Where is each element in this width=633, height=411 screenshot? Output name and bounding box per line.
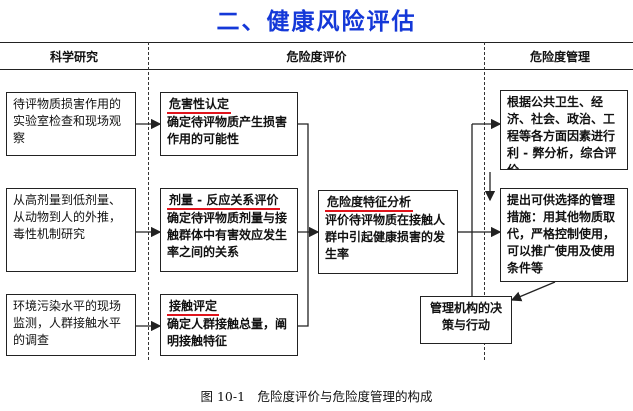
characterization-heading: 危险度特征分析 (325, 194, 414, 212)
divider-assessment-management (484, 42, 485, 360)
figure-caption: 图 10-1 危险度评价与危险度管理的构成 (200, 389, 433, 404)
hazard-identification-body: 确定待评物质产生损害作用的可能性 (167, 115, 288, 146)
research-box-lab: 待评物质损害作用的实验室检查和现场观察 (6, 92, 136, 156)
divider-research-assessment (148, 42, 149, 360)
exposure-assessment-body: 确定人群接触总量，阐明接触特征 (167, 317, 288, 348)
management-box-measures-text: 提出可供选择的管理措施：用其他物质取代，严格控制使用，可以推广使用及使用条件等 (507, 193, 616, 275)
exposure-assessment-heading: 接触评定 (167, 298, 220, 316)
column-header-research: 科学研究 (49, 50, 98, 64)
hazard-identification-heading: 危害性认定 (167, 96, 232, 114)
characterization-box: 危险度特征分析 评价待评物质在接触人群中引起健康损害的发生率 (318, 190, 458, 274)
decision-box-text: 管理机构的决策与行动 (429, 301, 502, 332)
column-header-assessment: 危险度评价 (286, 50, 347, 64)
research-box-extrapolation-text: 从高剂量到低剂量、从动物到人的外推，毒性机制研究 (13, 193, 122, 241)
assessment-box-hazard: 危害性认定 确定待评物质产生损害作用的可能性 (160, 92, 298, 156)
management-box-analysis-text: 根据公共卫生、经济、社会、政治、工程等各方面因素进行利 - 弊分析，综合评价 (507, 95, 617, 170)
management-box-analysis: 根据公共卫生、经济、社会、政治、工程等各方面因素进行利 - 弊分析，综合评价 (500, 90, 628, 170)
link-down (471, 232, 476, 301)
research-box-monitoring: 环境污染水平的现场监测，人群接触水平的调查 (6, 294, 136, 356)
research-box-lab-text: 待评物质损害作用的实验室检查和现场观察 (13, 97, 122, 145)
research-box-extrapolation: 从高剂量到低剂量、从动物到人的外推，毒性机制研究 (6, 188, 136, 272)
page-title: 二、健康风险评估 (216, 8, 417, 35)
bracket-assessment (298, 123, 309, 327)
characterization-body: 评价待评物质在接触人群中引起健康损害的发生率 (325, 213, 446, 261)
assessment-box-exposure: 接触评定 确定人群接触总量，阐明接触特征 (160, 294, 298, 356)
assessment-box-dose-response: 剂量 - 反应关系评价 确定待评物质剂量与接触群体中有害效应发生率之间的关系 (160, 188, 298, 272)
column-header-band (0, 42, 633, 70)
management-box-measures: 提出可供选择的管理措施：用其他物质取代，严格控制使用，可以推广使用及使用条件等 (500, 188, 628, 282)
column-header-management: 危险度管理 (529, 50, 590, 64)
dose-response-body: 确定待评物质剂量与接触群体中有害效应发生率之间的关系 (167, 211, 288, 259)
decision-box: 管理机构的决策与行动 (420, 296, 512, 344)
dose-response-heading: 剂量 - 反应关系评价 (167, 192, 281, 210)
research-box-monitoring-text: 环境污染水平的现场监测，人群接触水平的调查 (13, 299, 122, 347)
arrow-management-to-decision (510, 281, 556, 302)
